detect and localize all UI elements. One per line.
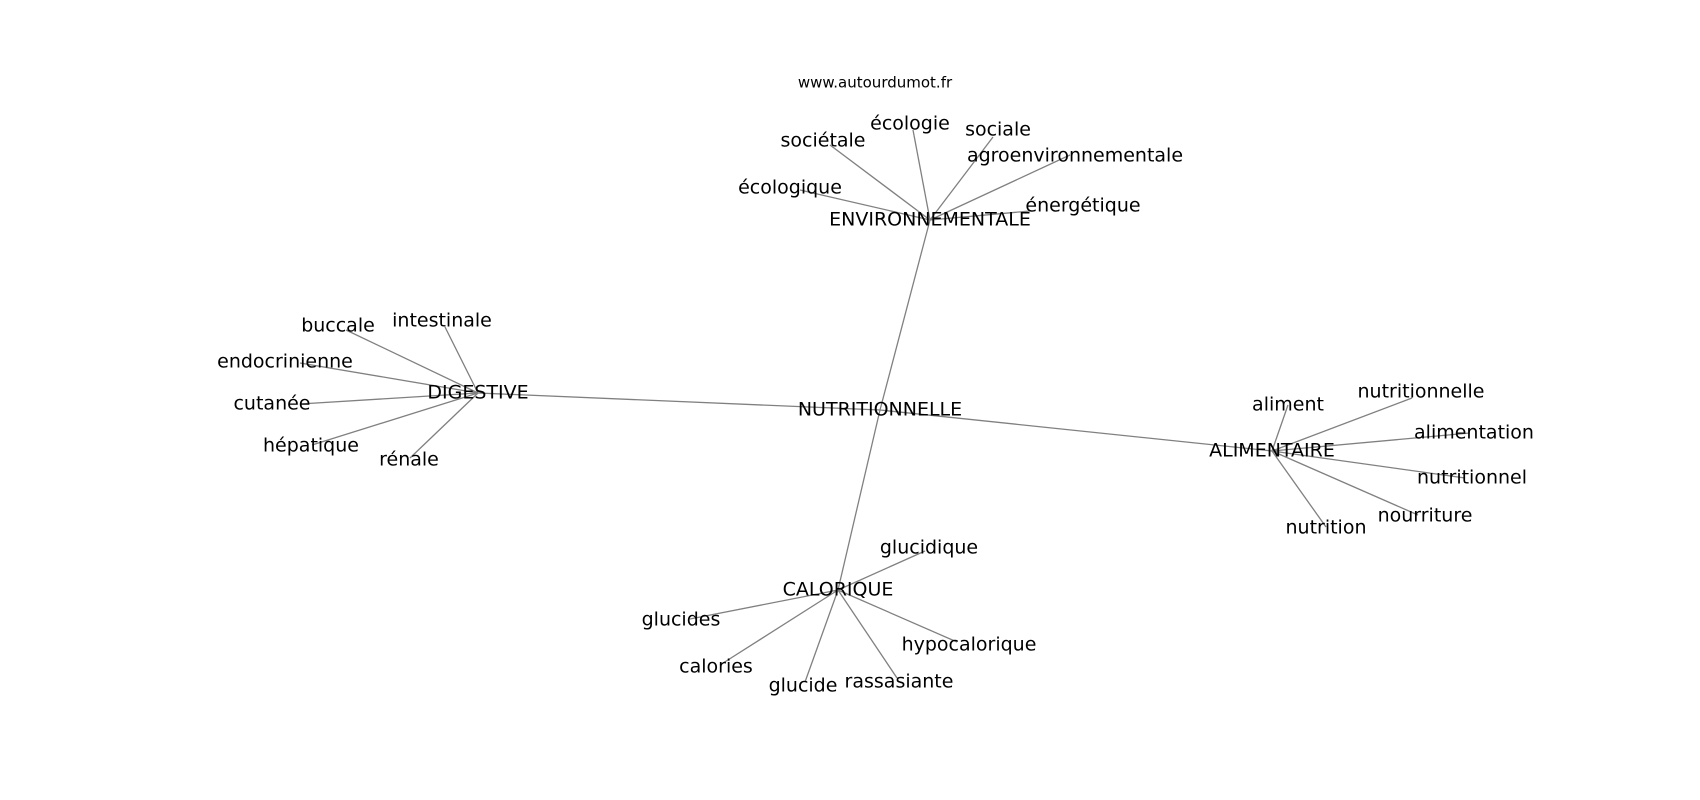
edge-digestive-word — [311, 392, 479, 446]
edge-digestive-word — [299, 362, 479, 394]
word-node-label: hypocalorique — [902, 634, 1037, 656]
word-node-label: hépatique — [263, 435, 359, 457]
edge-digestive-word — [299, 392, 479, 405]
edge-environnementale-word — [912, 129, 931, 221]
word-node-label: rassasiante — [845, 671, 954, 693]
edge-calorique-word — [804, 589, 839, 683]
word-node-label: sociétale — [781, 130, 866, 152]
edge-alimentaire-word — [1271, 450, 1466, 479]
edge-environnementale-word — [929, 154, 1071, 221]
word-node-label: sociale — [965, 119, 1031, 141]
word-node-label: rénale — [379, 449, 439, 471]
hub-node-label: ALIMENTAIRE — [1209, 440, 1335, 462]
word-node-label: agroenvironnementale — [967, 145, 1183, 167]
edge-environnementale-word — [829, 144, 931, 221]
hub-node-label: DIGESTIVE — [427, 382, 528, 404]
edge-calorique-word — [837, 550, 926, 591]
word-node-label: cutanée — [233, 393, 310, 415]
edge-calorique-word — [837, 589, 898, 679]
edge-center-to-alimentaire — [879, 409, 1273, 452]
watermark-text: www.autourdumot.fr — [798, 74, 953, 92]
hub-node-label: CALORIQUE — [783, 579, 894, 601]
edge-center-to-environnementale — [879, 219, 931, 411]
word-node-label: intestinale — [392, 310, 492, 332]
edge-alimentaire-word — [1271, 397, 1413, 452]
edge-alimentaire-word — [1271, 450, 1419, 516]
edge-alimentaire-word — [1271, 404, 1289, 452]
word-node-label: glucidique — [880, 537, 978, 559]
edge-digestive-word — [345, 329, 479, 394]
edge-digestive-word — [444, 326, 479, 394]
word-node-label: nutrition — [1285, 517, 1366, 539]
word-node-label: nutritionnelle — [1358, 381, 1485, 403]
word-node-label: buccale — [301, 315, 375, 337]
word-node-label: énergétique — [1025, 195, 1140, 217]
word-node-label: écologie — [870, 113, 950, 135]
edge-center-to-digestive — [477, 392, 881, 411]
word-node-label: calories — [679, 656, 753, 678]
word-node-label: alimentation — [1414, 422, 1534, 444]
edge-calorique-word — [837, 589, 958, 643]
center-node-label: NUTRITIONNELLE — [798, 399, 962, 421]
edge-center-to-calorique — [837, 409, 881, 591]
graph-edges — [299, 129, 1471, 683]
word-node-label: nourriture — [1378, 505, 1473, 527]
edge-alimentaire-word — [1271, 432, 1471, 452]
edge-calorique-word — [689, 589, 839, 620]
edge-environnementale-word — [799, 189, 931, 221]
word-node-label: aliment — [1252, 394, 1324, 416]
word-node-label: écologique — [738, 177, 842, 199]
edge-digestive-word — [409, 392, 479, 459]
word-node-label: endocrinienne — [217, 351, 353, 373]
word-node-label: glucide — [769, 675, 838, 697]
edge-environnementale-word — [929, 136, 994, 221]
graph-labels: www.autourdumot.fr NUTRITIONNELLE ENVIRON… — [217, 74, 1534, 697]
edge-calorique-word — [719, 589, 839, 666]
edge-alimentaire-word — [1271, 450, 1327, 528]
word-node-label: nutritionnel — [1417, 467, 1527, 489]
word-node-label: glucides — [642, 609, 721, 631]
edge-environnementale-word — [929, 210, 1031, 221]
hub-node-label: ENVIRONNEMENTALE — [829, 209, 1031, 231]
